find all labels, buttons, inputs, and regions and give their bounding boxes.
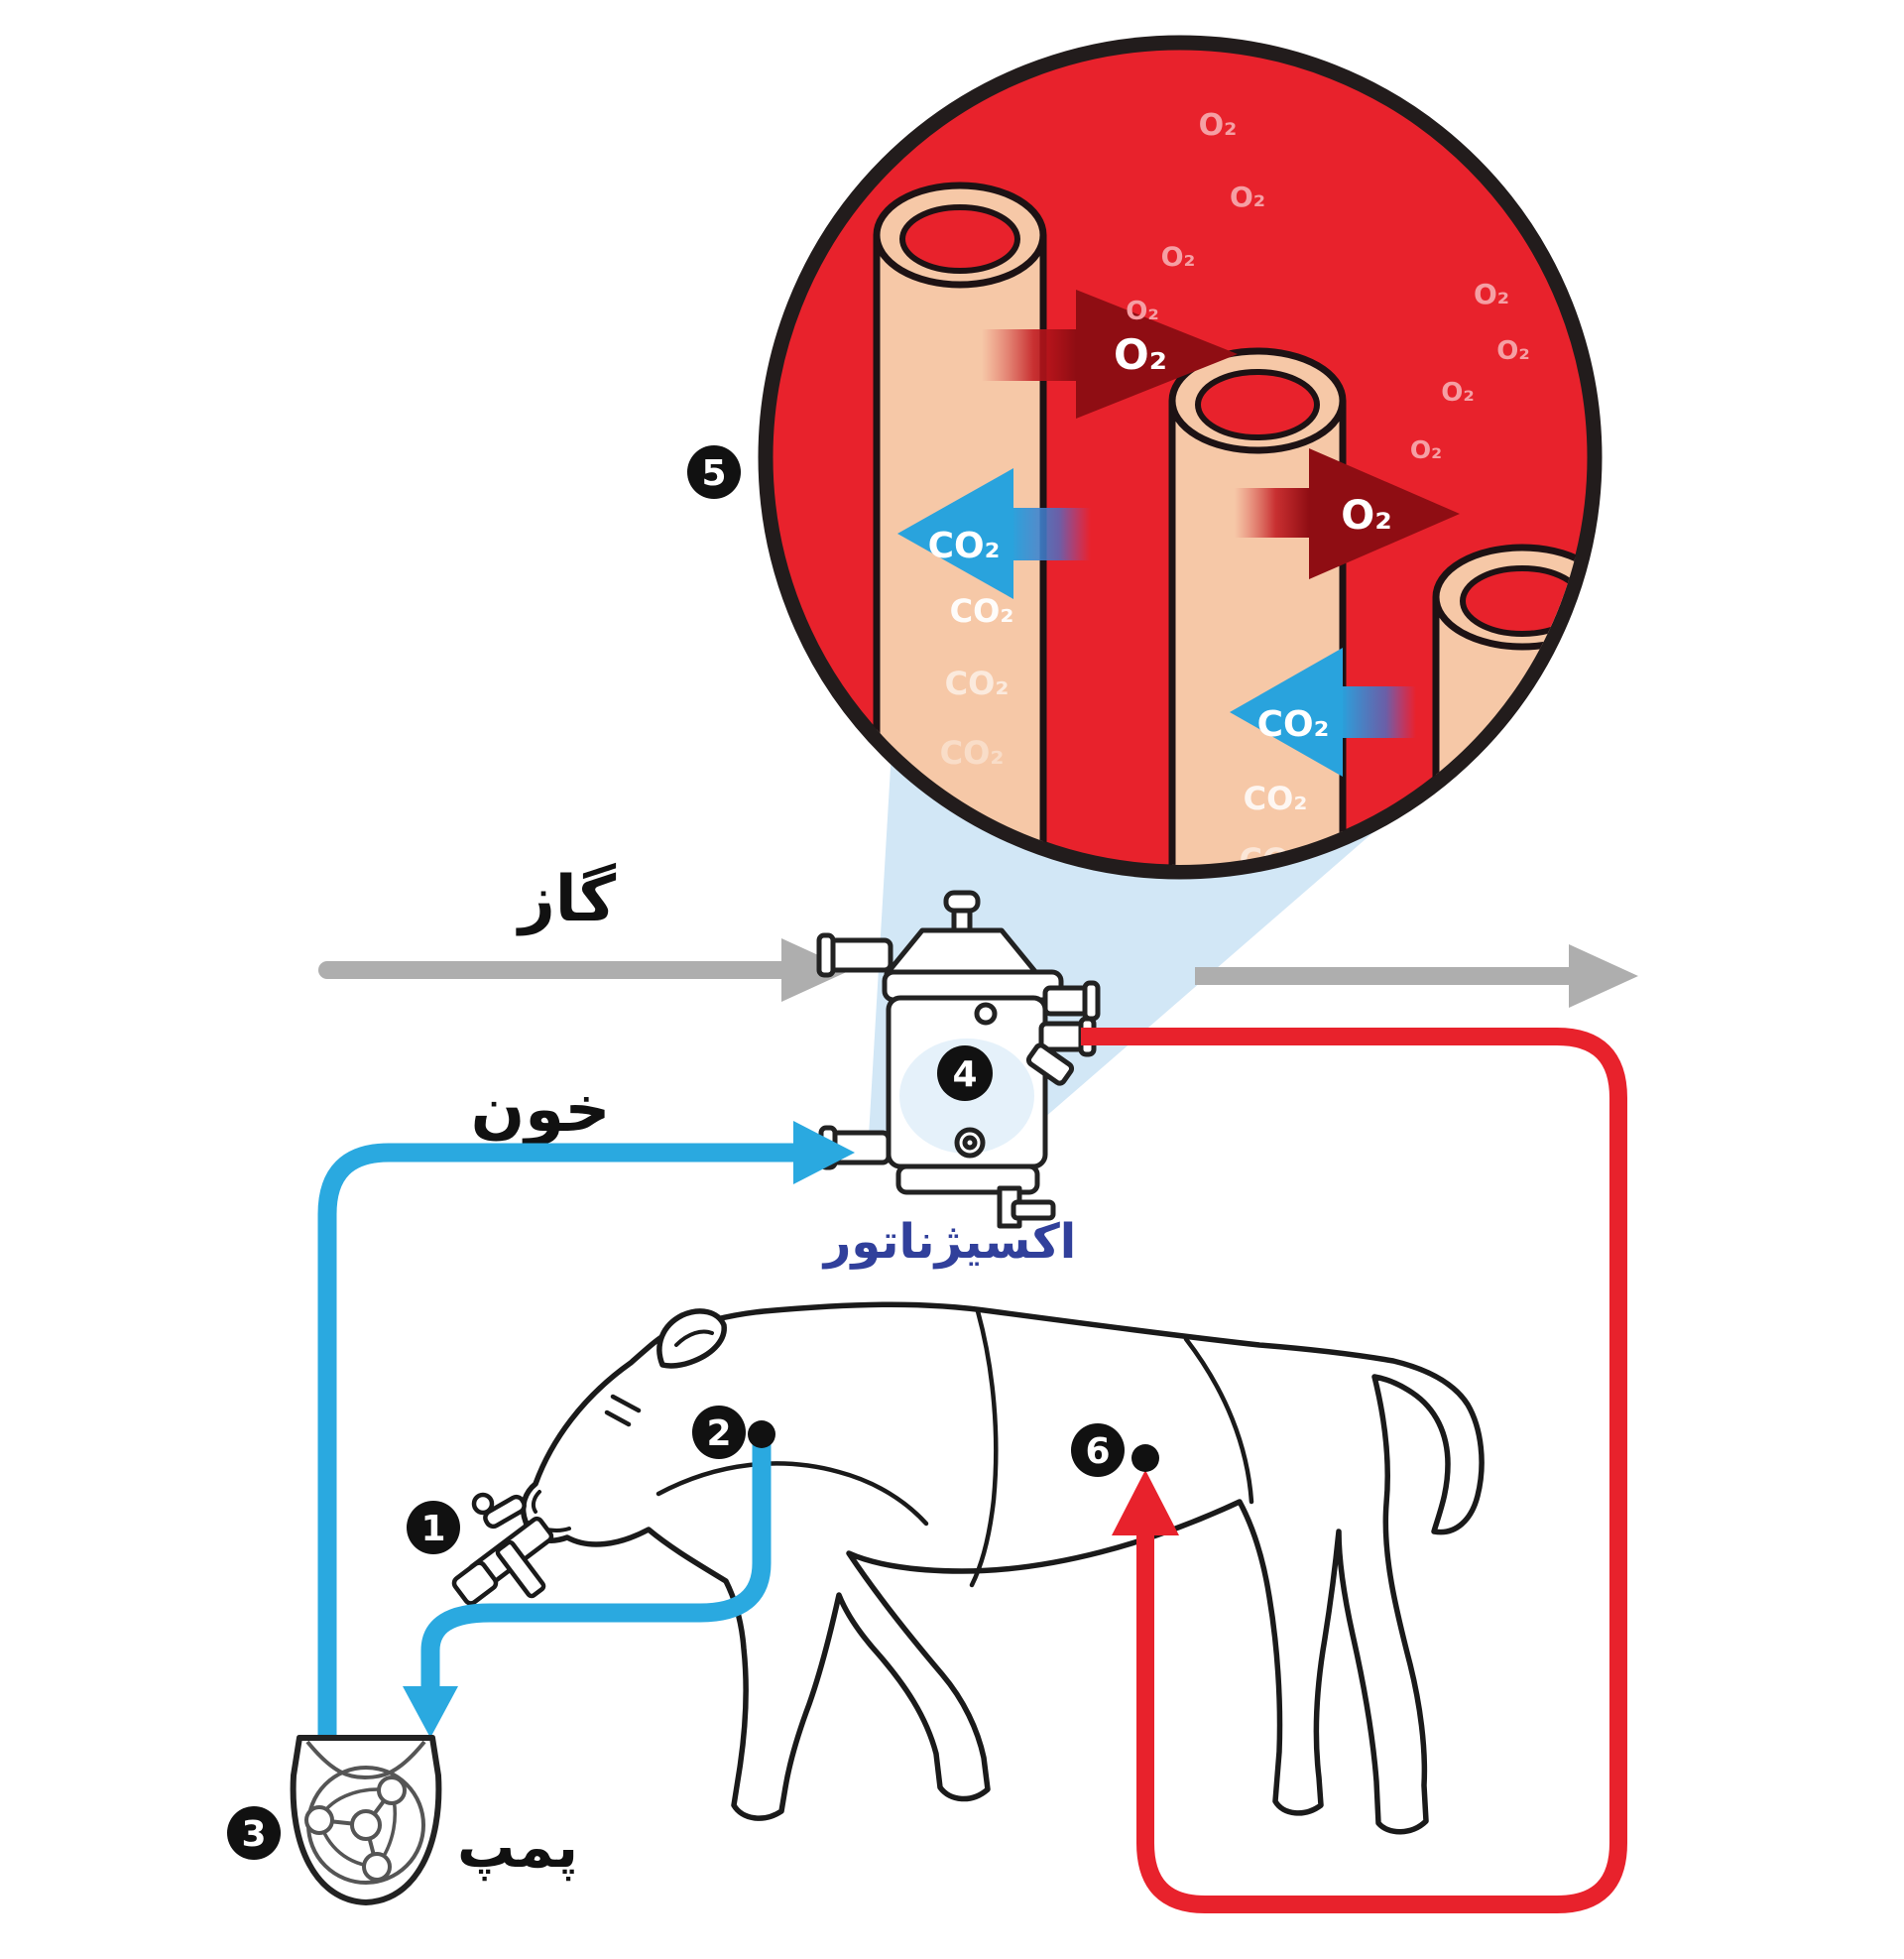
marker-5-number: 5 xyxy=(701,453,726,494)
marker-6-number: 6 xyxy=(1085,1431,1110,1472)
marker-1-number: 1 xyxy=(420,1509,445,1549)
goat-thigh-line xyxy=(1183,1336,1254,1505)
pump-roller-2 xyxy=(304,1805,334,1835)
o2-bubble: O₂ xyxy=(1230,181,1265,213)
o2-bubble: O₂ xyxy=(1161,242,1196,273)
o2-transfer-arrow-2: O₂ xyxy=(1235,448,1460,579)
marker-1: 1 xyxy=(407,1501,460,1554)
tracheal-tube-crossbar xyxy=(495,1539,546,1599)
o2-bubbles: O₂ O₂ O₂ O₂ O₂ O₂ O₂ O₂ xyxy=(1126,108,1530,464)
gas-arrow-in-head xyxy=(781,938,851,1002)
pump-tubing-curves xyxy=(305,1740,426,1779)
goat-ear xyxy=(656,1308,727,1369)
o2-bubble: O₂ xyxy=(1199,108,1238,143)
marker-2: 2 xyxy=(692,1406,746,1459)
pump-roller-1 xyxy=(377,1775,407,1805)
o2-bubble: O₂ xyxy=(1126,297,1159,326)
marker-3: 3 xyxy=(227,1806,281,1860)
oxygenator-drain-arm xyxy=(1011,1199,1056,1221)
co2-arrow-label: CO₂ xyxy=(1257,704,1330,745)
marker-1-badge xyxy=(407,1501,460,1554)
oxygenator-angled-stub xyxy=(1025,1042,1075,1086)
arterial-return-arrow-head xyxy=(1112,1470,1179,1535)
roller-pump: پمپ xyxy=(290,1735,578,1905)
o2-bubble: O₂ xyxy=(1410,435,1442,464)
o2-arrow-label: O₂ xyxy=(1341,493,1392,539)
marker-4-badge xyxy=(937,1045,993,1101)
oxygenator-gas-inlet-port xyxy=(826,937,893,973)
marker-2-number: 2 xyxy=(706,1413,731,1454)
abdominal-catheter-dot xyxy=(1131,1444,1159,1472)
o2-transfer-arrow-1: O₂ xyxy=(982,290,1238,419)
marker-5-badge xyxy=(687,445,741,499)
membrane-inset-circle: O₂ O₂ CO₂ CO₂ CO₂ CO₂ CO₂ xyxy=(758,35,1603,880)
venous-blood-tubes: خون xyxy=(317,1073,855,1738)
co2-fading-label: CO₂ xyxy=(940,734,1005,772)
o2-bubble: O₂ xyxy=(1496,336,1530,366)
pump-label: پمپ xyxy=(457,1813,578,1882)
marker-6: 6 xyxy=(1071,1423,1125,1477)
goat-ear-inner-line xyxy=(674,1329,714,1347)
goat-neck-line xyxy=(655,1461,929,1527)
oxygenator-right-port-upper xyxy=(1042,985,1092,1017)
marker-3-badge xyxy=(227,1806,281,1860)
marker-3-number: 3 xyxy=(241,1814,266,1855)
marker-6-badge xyxy=(1071,1423,1125,1477)
goat-eye xyxy=(604,1394,642,1427)
oxygenator-screw-top xyxy=(974,1002,998,1026)
oxygenator-right-port-upper-cap xyxy=(1082,980,1101,1022)
goat-shoulder-line xyxy=(969,1308,999,1588)
co2-transfer-arrow-2: CO₂ xyxy=(1230,648,1416,777)
tracheal-tube-plug xyxy=(451,1560,499,1606)
o2-bubble: O₂ xyxy=(1441,378,1475,408)
oxygenator-blood-outlet-port xyxy=(1038,1021,1088,1052)
oxygenator-knob-cap xyxy=(943,890,981,914)
gas-arrow-out-head xyxy=(1569,944,1638,1008)
arterial-blood-tube xyxy=(1081,1028,1627,1913)
pump-hub xyxy=(350,1809,382,1841)
marker-4: 4 xyxy=(937,1045,993,1101)
pump-rotor-body xyxy=(317,1787,397,1869)
o2-bubble: O₂ xyxy=(1474,278,1509,310)
co2-arrow-label: CO₂ xyxy=(928,526,1001,566)
blood-arrow-to-oxygenator-head xyxy=(793,1121,855,1184)
co2-transfer-arrow-1: CO₂ xyxy=(897,468,1091,599)
marker-4-number: 4 xyxy=(952,1054,977,1095)
o2-arrow-label: O₂ xyxy=(1114,330,1167,379)
tracheal-tube-side-port xyxy=(483,1494,527,1530)
marker-5: 5 xyxy=(687,445,741,499)
co2-fading-label: CO₂ xyxy=(950,592,1014,630)
catheter-to-pump-tube xyxy=(420,1440,772,1686)
oxygenator-label: اکسیژناتور xyxy=(822,1214,1076,1270)
pump-roller-3 xyxy=(362,1852,392,1882)
marker-2-badge xyxy=(692,1406,746,1459)
arterial-tube-path xyxy=(1081,1028,1627,1913)
pump-to-oxygenator-tube xyxy=(317,1143,793,1738)
oxygenator-screw-bottom-center xyxy=(962,1135,978,1151)
tracheal-tube-device xyxy=(451,1492,554,1606)
oxygenator-gas-inlet-cap xyxy=(816,932,836,978)
goat-nostril xyxy=(531,1490,541,1514)
tracheal-tube-knob xyxy=(471,1492,495,1516)
gas-label: گاز xyxy=(516,862,617,936)
co2-fading-label: CO₂ xyxy=(1244,780,1308,817)
co2-fading-label: CO₂ xyxy=(945,665,1010,702)
gas-flow: گاز xyxy=(318,862,1638,1008)
membrane-fiber-tube-2 xyxy=(1168,347,1347,865)
blood-arrow-to-pump-head xyxy=(403,1686,458,1738)
blood-label: خون xyxy=(471,1073,611,1147)
neck-catheter-dot xyxy=(748,1420,775,1448)
